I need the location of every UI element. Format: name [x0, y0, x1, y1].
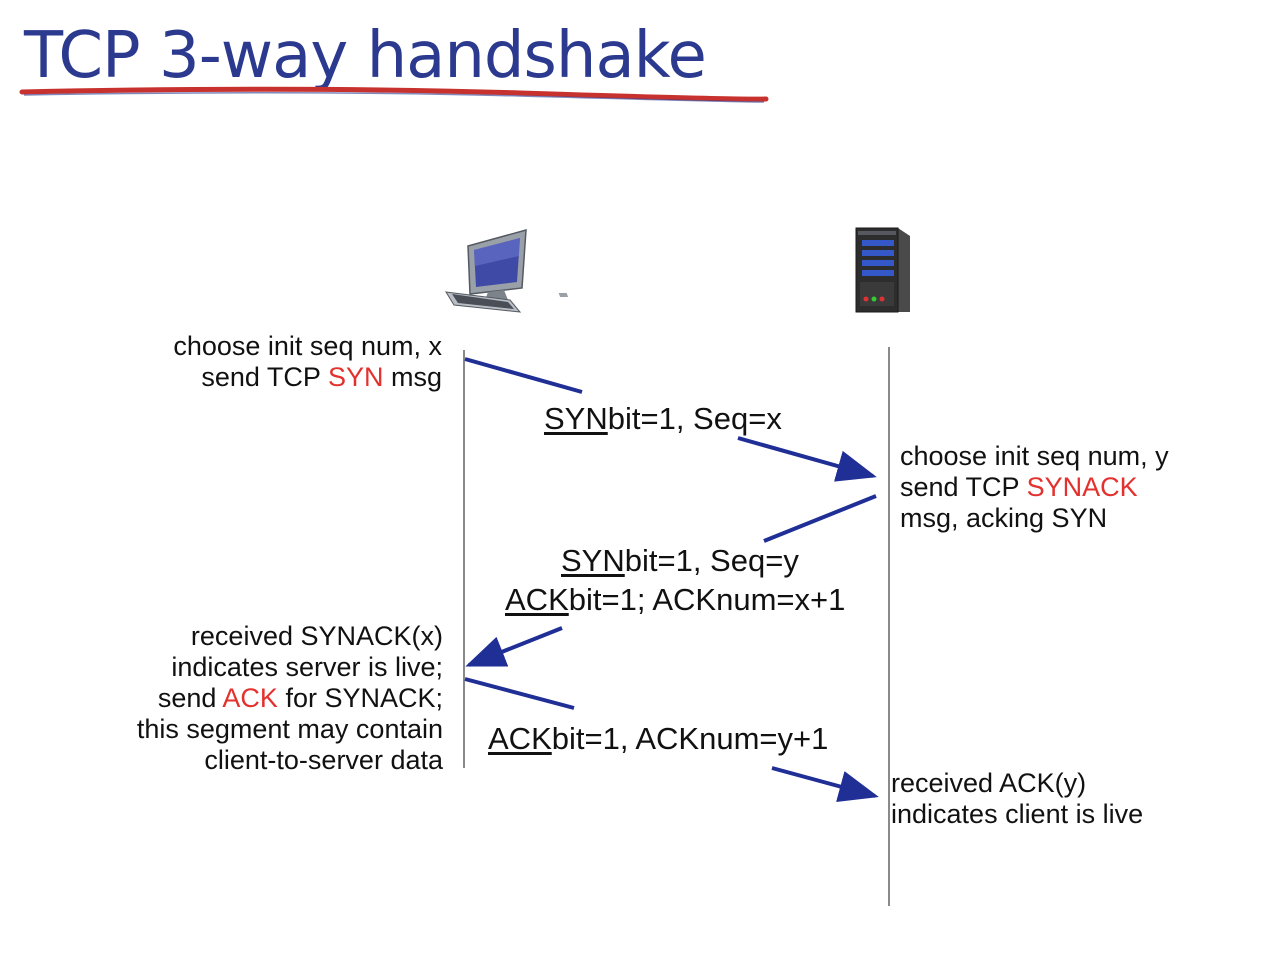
msg-fields: bit=1, ACKnum=y+1 [551, 721, 829, 756]
note-text: for SYNACK; [277, 683, 443, 713]
ack-arrow-part1 [464, 677, 575, 710]
msg-flag: ACK [488, 721, 552, 756]
note-text: send TCP [900, 472, 1027, 502]
msg-flag: SYN [544, 401, 608, 436]
client-note-ack: received SYNACK(x) indicates server is l… [137, 621, 443, 776]
msg-fields: bit=1; ACKnum=x+1 [568, 582, 846, 617]
note-line: client-to-server data [204, 745, 443, 775]
note-line: choose init seq num, x [173, 331, 442, 361]
page-title: TCP 3-way handshake [24, 19, 707, 93]
note-line: received SYNACK(x) [190, 621, 443, 651]
msg-fields: bit=1, Seq=x [607, 401, 782, 436]
syn-message-label: SYNbit=1, Seq=x [544, 399, 782, 439]
note-line: indicates server is live; [171, 652, 443, 682]
synack-arrow-part1 [763, 494, 877, 543]
title-underline [19, 86, 769, 102]
note-line: this segment may contain [136, 714, 443, 744]
title-underline-shadow [23, 91, 765, 103]
msg-flag: ACK [505, 582, 569, 617]
note-line: send TCP SYNACK [900, 472, 1169, 503]
synack-message-label-line1: SYNbit=1, Seq=y [561, 541, 799, 581]
highlight-synack: SYNACK [1026, 472, 1138, 502]
note-line: send ACK for SYNACK; [137, 683, 443, 714]
note-text: send [157, 683, 223, 713]
note-line: received ACK(y) [891, 768, 1087, 798]
server-note-synack: choose init seq num, y send TCP SYNACK m… [900, 441, 1169, 534]
msg-fields: bit=1, Seq=y [624, 543, 799, 578]
syn-arrow-part2 [737, 436, 877, 482]
note-text: msg [383, 362, 442, 392]
note-line: msg, acking SYN [900, 503, 1108, 533]
syn-arrow-part1 [464, 357, 583, 394]
note-line: send TCP SYN msg [173, 362, 442, 393]
desktop-computer-icon [445, 228, 569, 313]
synack-arrow-part2 [465, 626, 563, 667]
note-line: indicates client is live [891, 799, 1144, 829]
client-note-syn: choose init seq num, x send TCP SYN msg [173, 331, 442, 393]
server-tower-icon [855, 227, 910, 313]
ack-message-label: ACKbit=1, ACKnum=y+1 [488, 719, 828, 759]
synack-message-label-line2: ACKbit=1; ACKnum=x+1 [505, 580, 845, 620]
highlight-syn: SYN [327, 362, 384, 392]
ack-arrow-part2 [771, 766, 879, 802]
server-note-received-ack: received ACK(y) indicates client is live [891, 768, 1143, 830]
note-text: send TCP [201, 362, 328, 392]
note-line: choose init seq num, y [900, 441, 1169, 471]
highlight-ack: ACK [222, 683, 278, 713]
msg-flag: SYN [561, 543, 625, 578]
